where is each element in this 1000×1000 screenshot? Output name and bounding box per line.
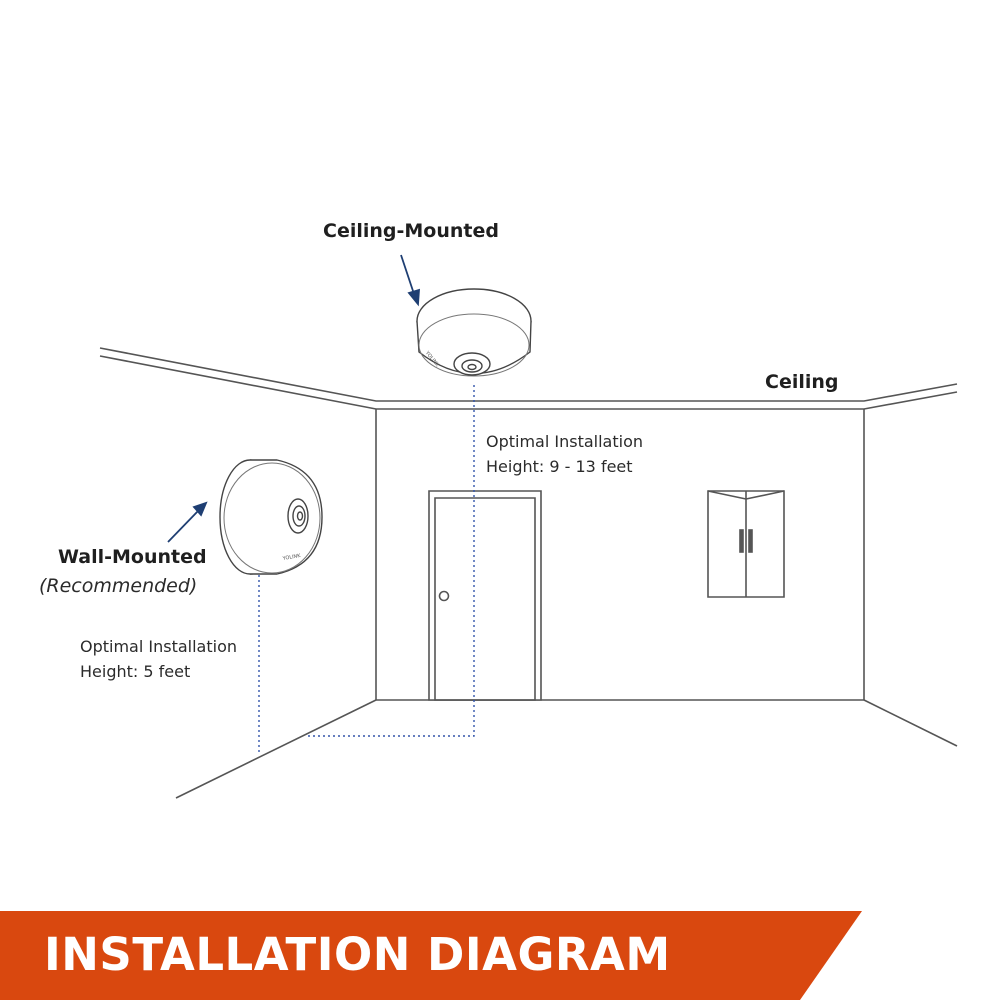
wall-arrow <box>167 510 199 543</box>
wall-device-brand: YOLINK <box>281 553 301 562</box>
window <box>707 490 785 598</box>
ceiling-height-line1: Optimal Installation <box>486 432 644 451</box>
ceiling-arrow <box>400 254 415 295</box>
recommended-label: (Recommended) <box>39 575 198 597</box>
wall-mounted-label: Wall-Mounted <box>58 546 207 568</box>
wall-mounted-device: YOLINK <box>219 459 323 575</box>
ceiling-label: Ceiling <box>765 371 839 393</box>
label-arrows <box>167 254 420 543</box>
ceiling-edge-left <box>99 347 958 402</box>
wall-height-line1: Optimal Installation <box>80 637 238 656</box>
title-banner <box>0 911 862 1000</box>
ceiling-height-note: Optimal Installation Height: 9 - 13 feet <box>486 429 643 479</box>
banner-title: INSTALLATION DIAGRAM <box>44 928 671 981</box>
wall-height-note: Optimal Installation Height: 5 feet <box>80 634 237 684</box>
floor-left-edge <box>175 699 377 799</box>
ceiling-mounted-label: Ceiling-Mounted <box>323 220 499 242</box>
ceiling-height-guide <box>305 385 475 737</box>
ceiling-edge-left-inner <box>99 355 958 410</box>
door-knob <box>438 590 450 602</box>
wall-height-line2: Height: 5 feet <box>80 662 191 681</box>
ceiling-height-line2: Height: 9 - 13 feet <box>486 457 633 476</box>
floor-right-edge <box>863 699 958 747</box>
door <box>428 490 542 701</box>
ceiling-mounted-device: YOLINK <box>416 288 532 377</box>
height-guides <box>258 385 475 752</box>
